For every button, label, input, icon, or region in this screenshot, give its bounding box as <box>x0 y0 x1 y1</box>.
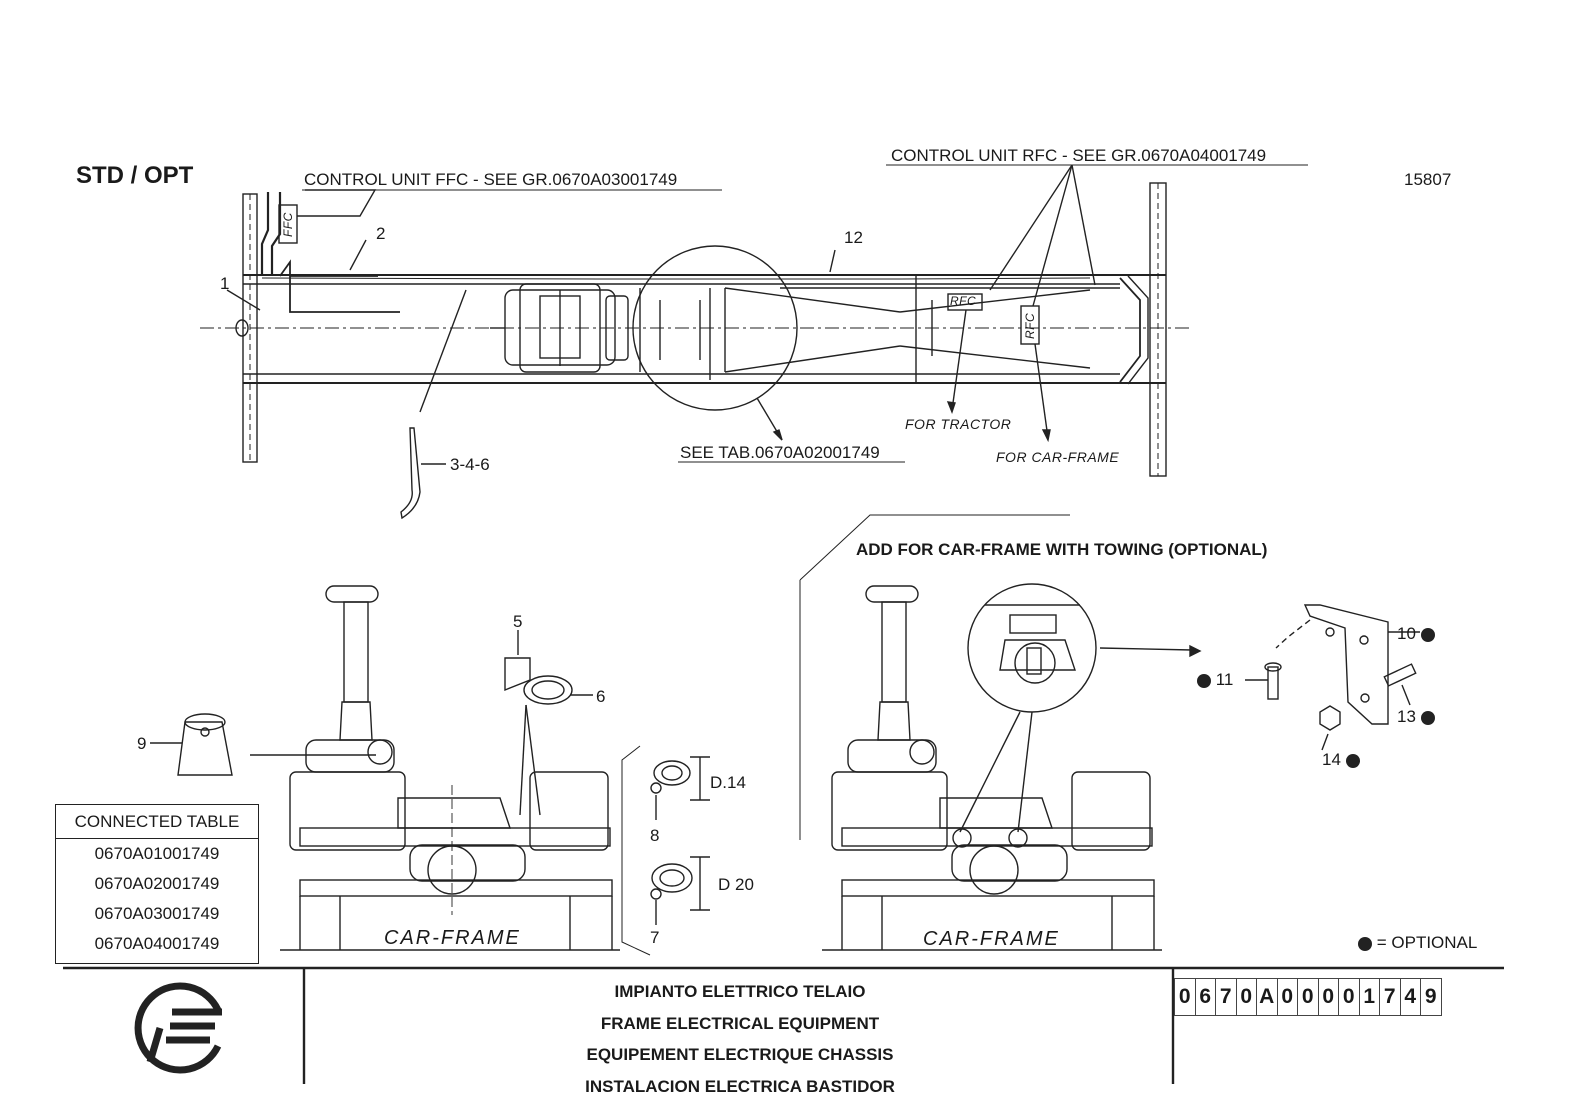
company-logo <box>134 982 222 1074</box>
callout-13-text: 13 <box>1397 707 1416 726</box>
callout-7: 7 <box>650 928 660 947</box>
callout-11: 11 <box>1197 670 1233 690</box>
optional-dot-icon <box>1197 673 1211 688</box>
callout-1: 1 <box>220 274 230 293</box>
title-french: EQUIPEMENT ELECTRIQUE CHASSIS <box>586 1045 894 1064</box>
frame-top-view <box>200 164 1308 520</box>
ffc-tag: FFC <box>281 212 295 237</box>
connected-table-row: 0670A04001749 <box>94 934 220 953</box>
optional-dot-icon <box>1345 753 1360 768</box>
connected-table-row: 0670A03001749 <box>94 904 220 923</box>
dimension-d20: D 20 <box>718 875 754 894</box>
code-char: 0 <box>1278 979 1298 1015</box>
callout-8: 8 <box>650 826 660 845</box>
connected-table-header: CONNECTED TABLE <box>56 805 258 839</box>
car-frame-label-left: CAR-FRAME <box>384 927 521 949</box>
title-spanish: INSTALACION ELECTRICA BASTIDOR <box>585 1077 895 1096</box>
optional-legend: = OPTIONAL <box>1358 933 1477 953</box>
rfc-tag-1: RFC <box>950 294 977 308</box>
code-char: 7 <box>1216 979 1237 1015</box>
code-char: 1 <box>1360 979 1380 1015</box>
callout-2: 2 <box>376 224 386 243</box>
towing-section-title: ADD FOR CAR-FRAME WITH TOWING (OPTIONAL) <box>856 540 1268 559</box>
code-char: A <box>1257 979 1278 1015</box>
drawing-number: 15807 <box>1404 170 1452 189</box>
callout-12: 12 <box>844 228 863 247</box>
optional-legend-text: = OPTIONAL <box>1376 933 1478 952</box>
dimension-d14: D.14 <box>710 773 746 792</box>
callout-6: 6 <box>596 687 606 706</box>
callout-10: 10 <box>1397 624 1435 644</box>
std-opt-label: STD / OPT <box>76 162 194 189</box>
callout-11-text: 11 <box>1215 670 1234 689</box>
callout-10-text: 10 <box>1397 624 1416 643</box>
callout-3-4-6: 3-4-6 <box>450 455 490 474</box>
code-char: 4 <box>1401 979 1421 1015</box>
for-tractor-label: FOR TRACTOR <box>905 416 1012 432</box>
code-char: 9 <box>1424 985 1437 1008</box>
code-char: 0 <box>1237 979 1257 1015</box>
rfc-tag-2: RFC <box>1023 312 1037 339</box>
connected-table-row: 0670A02001749 <box>94 874 220 893</box>
code-char: 6 <box>1196 979 1216 1015</box>
title-italian: IMPIANTO ELETTRICO TELAIO <box>614 982 866 1001</box>
see-tab-label: SEE TAB.0670A02001749 <box>680 443 880 462</box>
code-char: 0 <box>1319 979 1339 1015</box>
callout-14: 14 <box>1322 750 1360 770</box>
callout-9: 9 <box>137 734 147 753</box>
optional-dot-icon <box>1420 627 1435 642</box>
optional-dot-icon <box>1358 936 1372 951</box>
optional-dot-icon <box>1420 710 1435 725</box>
title-block-frame <box>63 966 1504 1084</box>
connected-table-row: 0670A01001749 <box>94 844 220 863</box>
control-unit-ffc-label: CONTROL UNIT FFC - SEE GR.0670A03001749 <box>304 170 678 189</box>
code-char: 0 <box>1175 979 1196 1015</box>
for-car-frame-label: FOR CAR-FRAME <box>996 449 1120 465</box>
code-char: 7 <box>1380 979 1401 1015</box>
car-frame-right <box>799 514 1420 951</box>
car-frame-left <box>150 585 710 956</box>
part-code: 0 6 7 0 A 0 0 0 0 1 7 4 9 <box>1174 978 1442 1016</box>
connected-table: CONNECTED TABLE 0670A01001749 0670A02001… <box>55 804 259 964</box>
control-unit-rfc-label: CONTROL UNIT RFC - SEE GR.0670A04001749 <box>891 146 1267 165</box>
callout-13: 13 <box>1397 707 1435 727</box>
code-char: 0 <box>1339 979 1360 1015</box>
code-char: 0 <box>1298 979 1319 1015</box>
title-english: FRAME ELECTRICAL EQUIPMENT <box>600 1014 880 1033</box>
callout-5: 5 <box>513 612 523 631</box>
callout-14-text: 14 <box>1322 750 1341 769</box>
car-frame-label-right: CAR-FRAME <box>923 928 1060 950</box>
